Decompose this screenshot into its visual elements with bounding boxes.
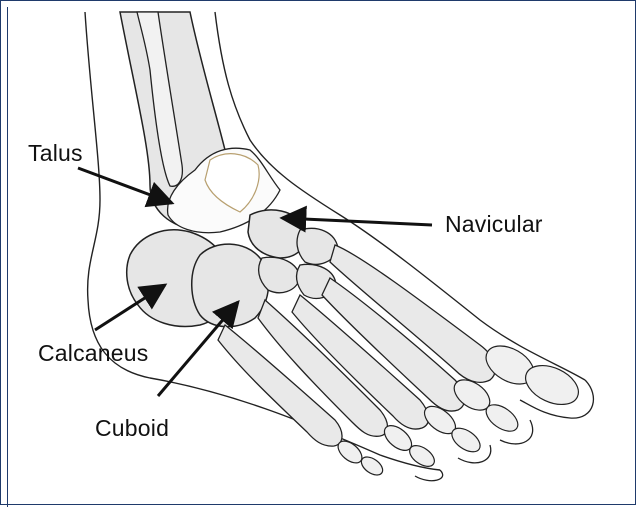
cuboid-label: Cuboid — [95, 415, 169, 442]
cuboid-bone — [192, 244, 269, 327]
navicular-pointer — [282, 218, 432, 225]
calcaneus-label: Calcaneus — [38, 340, 148, 367]
talus-label: Talus — [28, 140, 83, 167]
navicular-bone — [248, 210, 306, 258]
navicular-label: Navicular — [445, 211, 543, 238]
